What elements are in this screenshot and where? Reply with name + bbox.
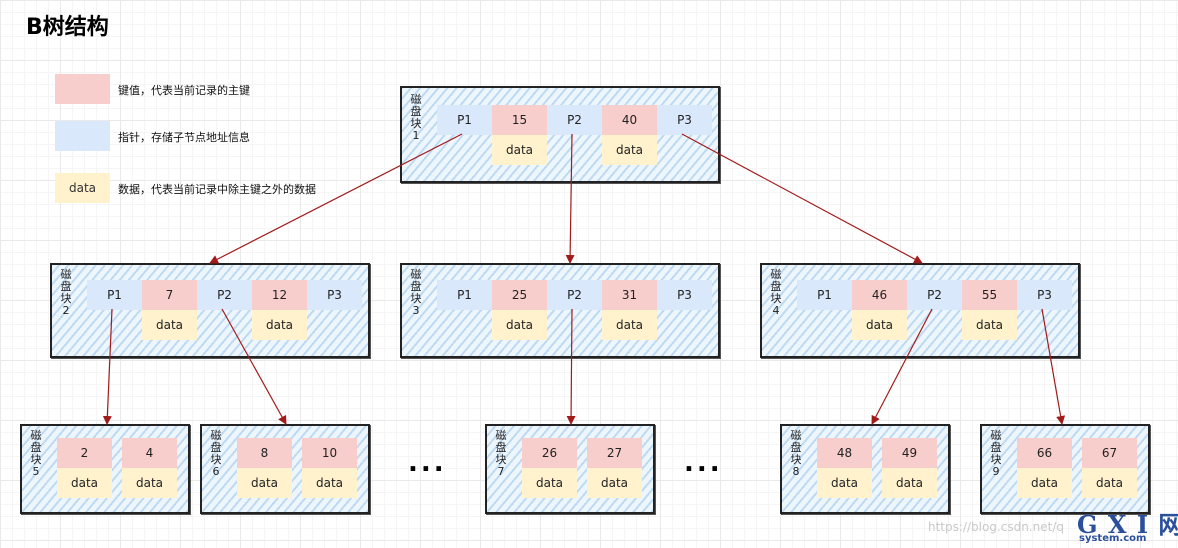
key-cell: 26 <box>522 438 577 468</box>
disk-block-label: 磁盘块1 <box>410 93 422 142</box>
watermark-text: https://blog.csdn.net/q <box>928 520 1064 534</box>
pointer-cell: P1 <box>437 105 492 135</box>
legend-data-text: 数据，代表当前记录中除主键之外的数据 <box>118 183 316 196</box>
key-cell: 55 <box>962 280 1017 310</box>
key-cell: 66 <box>1017 438 1072 468</box>
key-cell: 12 <box>252 280 307 310</box>
arrow-block2-p2-to-block6 <box>221 308 287 425</box>
arrow-block3-p2-to-block7 <box>566 308 576 425</box>
data-cell: data <box>302 468 357 498</box>
key-cell: 10 <box>302 438 357 468</box>
key-cell: 2 <box>57 438 112 468</box>
disk-block-5: 磁盘块5 2 4 data data <box>20 424 190 514</box>
data-cell: data <box>492 310 547 340</box>
arrow-block4-p2-to-block8 <box>871 308 933 425</box>
key-cell: 25 <box>492 280 547 310</box>
pointer-cell: P3 <box>657 105 712 135</box>
data-cell: data <box>122 468 177 498</box>
data-cell: data <box>817 468 872 498</box>
disk-block-7: 磁盘块7 26 27 data data <box>485 424 655 514</box>
key-cell: 49 <box>882 438 937 468</box>
disk-block-label: 磁盘块8 <box>790 429 802 478</box>
disk-block-3: 磁盘块3 P1 25 P2 31 P3 data data <box>400 263 720 358</box>
disk-block-6: 磁盘块6 8 10 data data <box>200 424 370 514</box>
logo-sub: system.com <box>1079 533 1147 544</box>
data-cell: data <box>522 468 577 498</box>
disk-block-label: 磁盘块7 <box>495 429 507 478</box>
ellipsis: ... <box>684 448 723 478</box>
pointer-cell: P3 <box>657 280 712 310</box>
disk-block-label: 磁盘块3 <box>410 268 422 317</box>
data-cell: data <box>1017 468 1072 498</box>
key-cell: 27 <box>587 438 642 468</box>
data-cell: data <box>142 310 197 340</box>
pointer-cell: P3 <box>1017 280 1072 310</box>
disk-block-label: 磁盘块6 <box>210 429 222 478</box>
data-cell: data <box>237 468 292 498</box>
key-cell: 15 <box>492 105 547 135</box>
arrow-p2-to-block3 <box>565 133 575 264</box>
data-cell: data <box>1082 468 1137 498</box>
arrow-p3-to-block4 <box>681 133 923 264</box>
pointer-cell: P1 <box>797 280 852 310</box>
legend-data-swatch: data <box>55 173 110 203</box>
data-cell: data <box>852 310 907 340</box>
legend-pointer-text: 指针，存储子节点地址信息 <box>118 131 250 144</box>
data-cell: data <box>57 468 112 498</box>
page-title: B树结构 <box>26 15 109 40</box>
data-cell: data <box>252 310 307 340</box>
data-cell: data <box>602 135 657 165</box>
legend-key-swatch <box>55 74 110 104</box>
pointer-cell: P2 <box>547 105 602 135</box>
ellipsis: ... <box>408 448 447 478</box>
pointer-cell: P2 <box>907 280 962 310</box>
legend-pointer-swatch <box>55 121 110 151</box>
logo-main: G X I 网 <box>1077 510 1178 539</box>
disk-block-1: 磁盘块1 P1 15 P2 40 P3 data data <box>400 86 720 183</box>
data-cell: data <box>962 310 1017 340</box>
key-cell: 46 <box>852 280 907 310</box>
legend-key-text: 键值，代表当前记录的主键 <box>118 84 250 97</box>
data-cell: data <box>602 310 657 340</box>
key-cell: 8 <box>237 438 292 468</box>
disk-block-9: 磁盘块9 66 67 data data <box>980 424 1150 514</box>
key-cell: 31 <box>602 280 657 310</box>
disk-block-label: 磁盘块5 <box>30 429 42 478</box>
key-cell: 7 <box>142 280 197 310</box>
pointer-cell: P1 <box>87 280 142 310</box>
disk-block-4: 磁盘块4 P1 46 P2 55 P3 data data <box>760 263 1080 358</box>
arrow-block2-p1-to-block5 <box>102 308 113 425</box>
disk-block-2: 磁盘块2 P1 7 P2 12 P3 data data <box>50 263 370 358</box>
pointer-cell: P1 <box>437 280 492 310</box>
key-cell: 4 <box>122 438 177 468</box>
data-cell: data <box>587 468 642 498</box>
key-cell: 48 <box>817 438 872 468</box>
pointer-cell: P2 <box>547 280 602 310</box>
key-cell: 40 <box>602 105 657 135</box>
site-logo: G X I 网 system.com <box>1075 505 1178 545</box>
data-cell: data <box>492 135 547 165</box>
arrow-p1-to-block2 <box>209 133 463 264</box>
pointer-cell: P2 <box>197 280 252 310</box>
pointer-cell: P3 <box>307 280 362 310</box>
data-cell: data <box>882 468 937 498</box>
key-cell: 67 <box>1082 438 1137 468</box>
disk-block-label: 磁盘块9 <box>990 429 1002 478</box>
arrow-block4-p3-to-block9 <box>1041 308 1066 425</box>
disk-block-8: 磁盘块8 48 49 data data <box>780 424 950 514</box>
disk-block-label: 磁盘块4 <box>770 268 782 317</box>
disk-block-label: 磁盘块2 <box>60 268 72 317</box>
